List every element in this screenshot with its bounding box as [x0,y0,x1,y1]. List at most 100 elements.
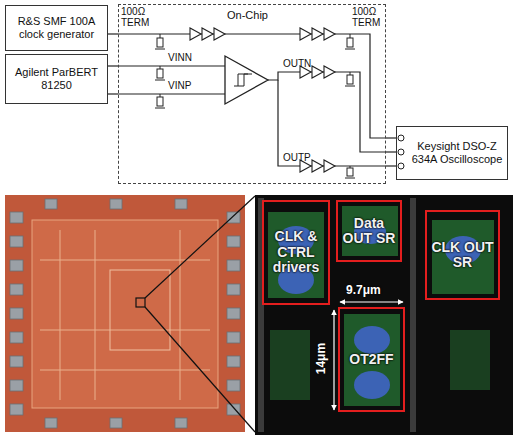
comparator-symbol [225,56,268,104]
comparator-symbol [234,74,252,86]
chip-wiring [118,65,225,66]
zoom-lines [145,196,255,298]
layout-view [255,195,513,435]
bond-pad [10,199,240,428]
termination-resistor [157,97,163,106]
signal-name: OUTN [283,58,311,69]
bond-pad [227,380,240,391]
layout-block: Data OUT SR [336,200,402,262]
die-photo [32,220,218,408]
chip-wiring [278,80,386,166]
termination-resistor [160,34,161,38]
bond-pad [10,404,23,415]
bond-pad [227,236,240,247]
dimension-label: 9.7μm [346,284,381,297]
zoom-lines [145,307,255,432]
wire [108,65,118,66]
die-photo [110,270,170,350]
chip-wiring [118,34,386,166]
bond-pad [110,199,122,209]
bond-pad [175,199,187,209]
scope-port [398,135,404,169]
scope-port [398,135,404,141]
buffer-symbol [312,66,323,78]
zoom-lines [136,298,145,307]
box-label: Keysight DSO-Z 634A Oscilloscope [411,140,503,165]
buffer-symbol [202,28,213,40]
zoom-lines [136,196,255,432]
dimension-label: 14μm [315,334,328,384]
die-photo [5,195,245,432]
buffer-symbol [312,28,323,40]
termination-resistor [155,108,165,109]
bond-pad [10,236,23,247]
scope-port [398,149,404,155]
termination-resistor [155,49,165,50]
layout-block: OT2FF [338,307,405,412]
buffer-symbol [190,28,201,40]
termination-resistor [347,38,353,47]
termination-label: 100Ω TERM [121,6,155,28]
layout-view [354,371,390,399]
buffer-symbol [300,28,311,40]
dimension-line [340,301,403,302]
wire [386,165,396,166]
box-label: On-Chip [227,9,268,21]
bond-pad [45,199,57,209]
termination-resistor [345,49,355,50]
bond-pad [227,332,240,343]
dimension-line [333,310,334,410]
signal-name: OUTP [283,152,311,163]
bond-pad [45,418,57,428]
termination-label: 100Ω TERM [352,6,386,28]
box-label: OT2FF [349,352,393,367]
bond-pad [175,418,187,428]
chip-wiring [118,34,386,138]
termination-resistor [347,75,353,84]
layout-view [410,198,416,432]
bond-pad [227,308,240,319]
wire [108,93,118,94]
layout-view [255,195,513,435]
bond-pad [10,212,23,223]
bond-pad [227,260,240,271]
comparator-symbol [225,56,268,104]
termination-resistor [345,86,355,87]
buffer-symbol [312,160,323,172]
bond-pad [10,260,23,271]
termination-resistor [155,80,165,81]
termination-resistor [157,38,163,47]
box-label: R&S SMF 100A clock generator [10,15,103,40]
termination-resistor [155,34,355,178]
instrument-box: Agilent ParBERT 81250 [5,54,108,104]
bond-pad [10,380,23,391]
bond-pad [10,356,23,367]
buffer-symbol [324,66,335,78]
layout-view [354,326,390,354]
wire [386,137,396,138]
bond-pad [110,418,122,428]
bond-pad [227,356,240,367]
die-photo [5,195,245,432]
layout-view [344,314,400,406]
buffer-symbol [324,160,335,172]
buffer-symbol [324,28,335,40]
bond-pad [10,284,23,295]
box-label: CLK & CTRL drivers [266,229,326,275]
chip-boundary: On-Chip [118,4,386,184]
bond-pad [10,308,23,319]
box-label: CLK OUT SR [429,240,496,271]
bond-pad [227,212,240,223]
chip-wiring [118,93,225,94]
die-photo [40,230,210,400]
signal-name: VINN [168,52,192,63]
instrument-box: R&S SMF 100A clock generator [5,5,108,51]
buffer-symbol [214,28,225,40]
termination-resistor [350,34,351,38]
bond-pad [10,332,23,343]
signal-name: VINP [168,80,191,91]
